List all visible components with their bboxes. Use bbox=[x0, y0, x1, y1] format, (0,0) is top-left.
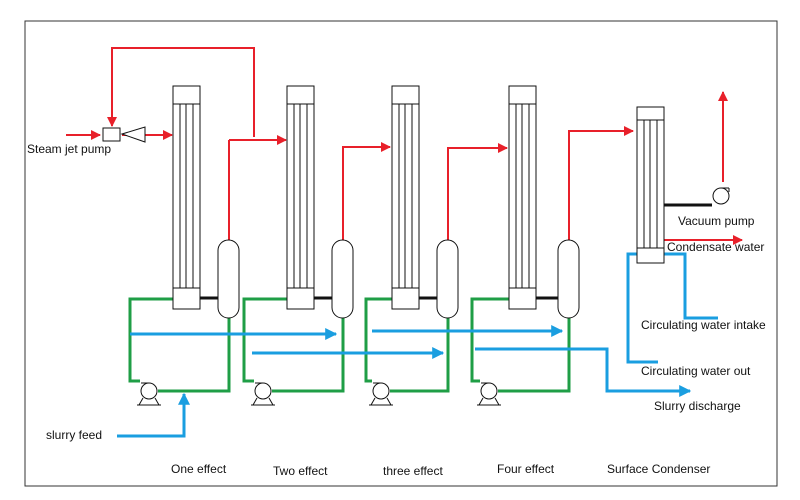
vapor-effect3-line bbox=[447, 143, 508, 240]
slurry-discharge-label: Slurry discharge bbox=[654, 399, 741, 413]
effect-2-separator bbox=[331, 239, 354, 319]
effect-1-separator bbox=[217, 239, 240, 319]
liquor-return-effect4 bbox=[498, 318, 571, 393]
pump-icon-effect3 bbox=[369, 382, 393, 406]
liquor-return-effect2 bbox=[272, 318, 345, 393]
vapor-effect2-line bbox=[342, 142, 391, 240]
liquor-loop-effect2 bbox=[242, 297, 287, 383]
stage-label-effect4: Four effect bbox=[497, 462, 555, 476]
slurry-discharge-line bbox=[475, 347, 692, 397]
circulating-water-out-line bbox=[626, 252, 658, 364]
steam-lines bbox=[66, 47, 743, 245]
stage-label-effect1: One effect bbox=[171, 462, 227, 476]
vacuum-pump-icon bbox=[712, 187, 730, 205]
steam-jet-pump-label: Steam jet pump bbox=[27, 142, 111, 156]
effect-3-evaporator bbox=[391, 85, 420, 310]
pump-icon-effect4 bbox=[477, 382, 501, 406]
effect-1-evaporator bbox=[172, 85, 201, 310]
effect-2-evaporator bbox=[286, 85, 315, 310]
connectors bbox=[200, 203, 712, 300]
liquor-lines bbox=[128, 297, 571, 393]
pump-icon-effect2 bbox=[251, 382, 275, 406]
vacuum-pump-label: Vacuum pump bbox=[678, 214, 755, 228]
effect-4-separator bbox=[557, 239, 580, 319]
liquor-return-effect3 bbox=[390, 318, 450, 393]
surface-condenser bbox=[636, 106, 665, 264]
circulating-water-intake-label: Circulating water intake bbox=[641, 318, 766, 332]
steam-jet-pump-icon bbox=[102, 126, 146, 143]
water-lines bbox=[117, 252, 718, 438]
liquor-loop-effect3 bbox=[364, 297, 392, 383]
effect-4-evaporator bbox=[508, 85, 537, 310]
liquor-loop-effect4 bbox=[470, 297, 509, 383]
liquor-return-effect1 bbox=[158, 318, 231, 393]
stage-label-condenser: Surface Condenser bbox=[607, 462, 710, 476]
liquor-loop-effect1 bbox=[128, 297, 173, 383]
steam-loop-line bbox=[107, 47, 255, 137]
pump-icon-effect1 bbox=[137, 382, 161, 406]
condensate-water-label: Condensate water bbox=[667, 240, 764, 254]
diagram-frame bbox=[24, 20, 778, 487]
slurry-feed-line bbox=[117, 392, 190, 438]
stage-label-effect3: three effect bbox=[383, 464, 443, 478]
slurry-feed-label: slurry feed bbox=[46, 428, 102, 442]
vapor-effect4-line bbox=[568, 126, 634, 240]
effect-3-separator bbox=[436, 239, 459, 319]
stage-label-effect2: Two effect bbox=[273, 464, 328, 478]
circulating-water-out-label: Circulating water out bbox=[641, 364, 751, 378]
circulating-water-intake-line bbox=[662, 252, 718, 320]
